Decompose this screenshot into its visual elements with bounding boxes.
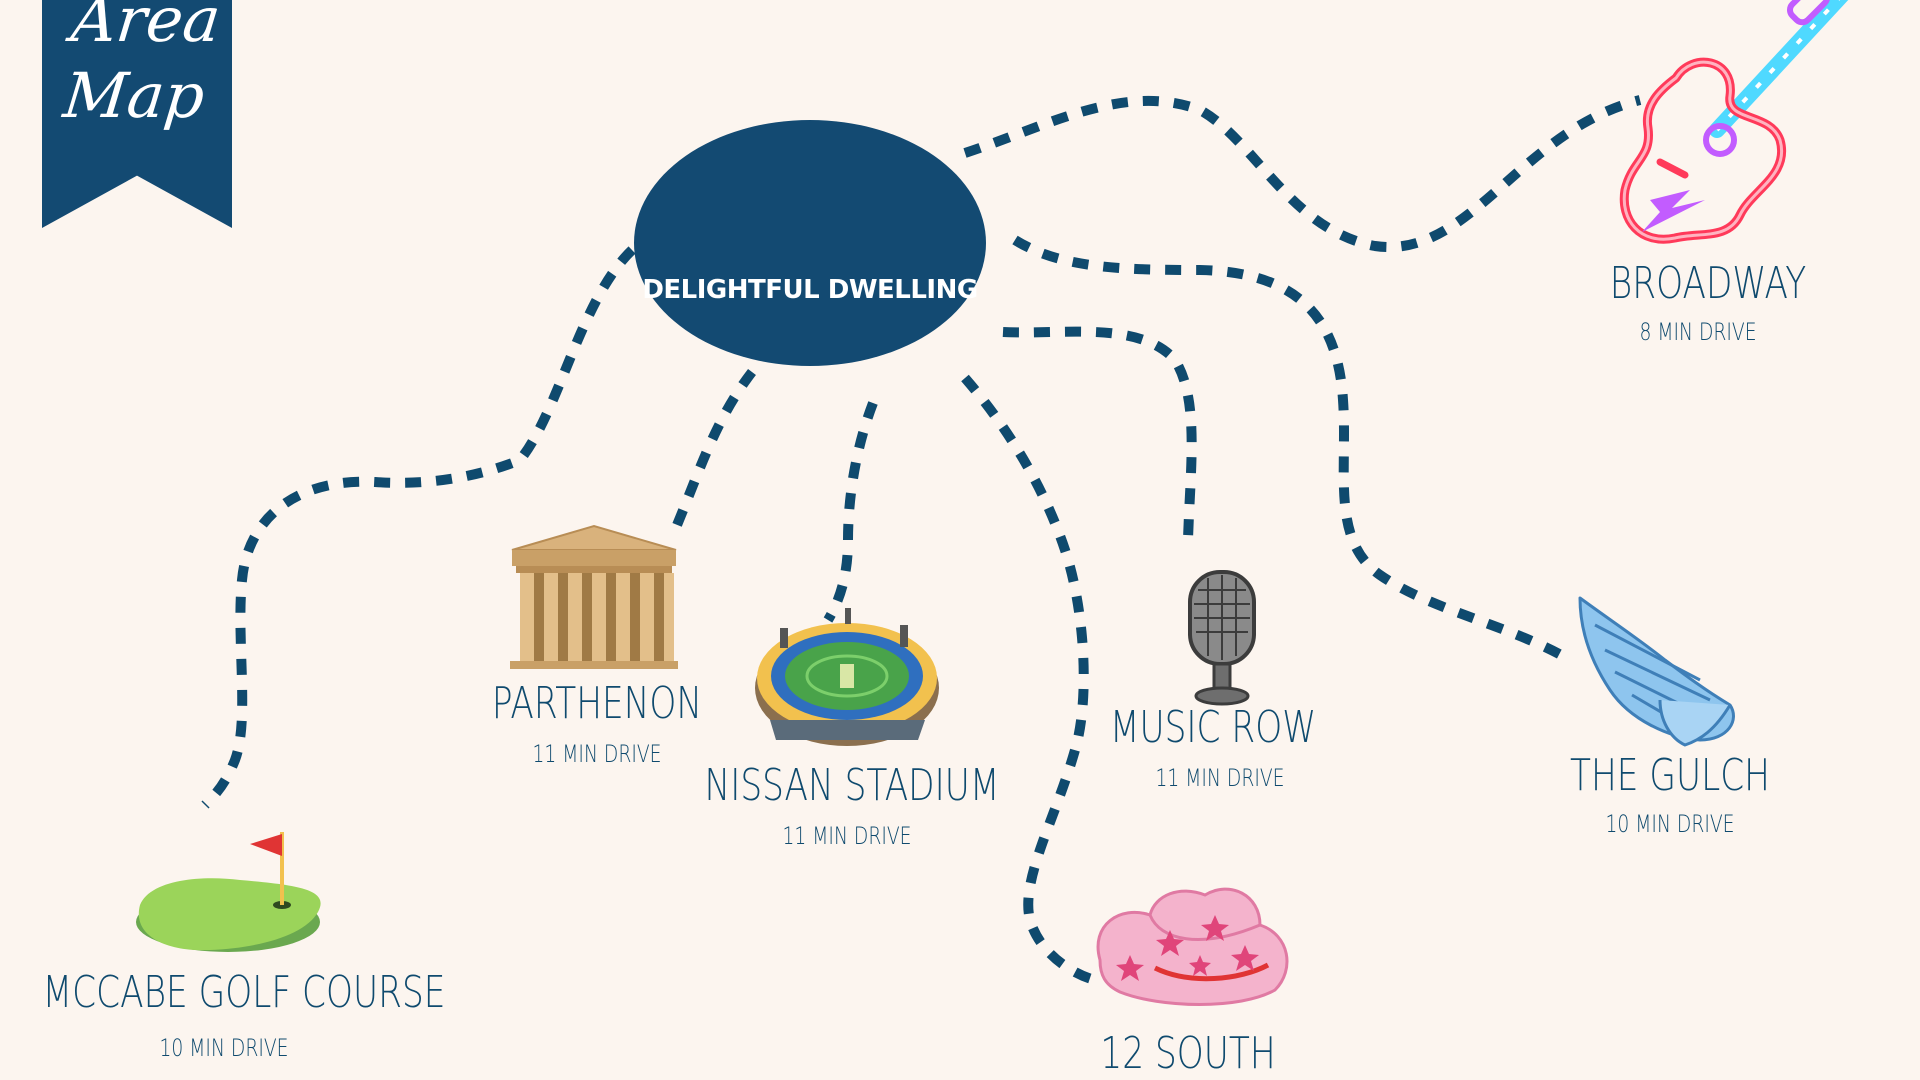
location-name-broadway: BROADWAY — [1609, 258, 1807, 309]
location-drive-the-gulch: 10 MIN DRIVE — [1605, 810, 1735, 838]
page-title: Area Map — [60, 0, 224, 134]
route-the-gulch — [1012, 235, 1573, 665]
angel-wing-icon — [1578, 596, 1735, 747]
location-drive-mccabe-golf-course: 10 MIN DRIVE — [159, 1034, 289, 1062]
route-nissan-stadium — [823, 401, 878, 623]
location-drive-broadway: 8 MIN DRIVE — [1639, 318, 1757, 346]
location-drive-nissan-stadium: 11 MIN DRIVE — [782, 822, 912, 850]
home-marker — [634, 120, 986, 366]
route-broadway — [963, 95, 1642, 253]
location-name-parthenon: PARTHENON — [491, 678, 703, 729]
parthenon-icon — [510, 524, 678, 669]
neon-guitar-icon — [1619, 0, 1849, 244]
cowboy-hat-icon — [1096, 887, 1289, 1006]
home-label: DELIGHTFUL DWELLING — [642, 275, 978, 305]
location-name-mccabe-golf-course: MCCABE GOLF COURSE — [42, 967, 446, 1018]
location-name-nissan-stadium: NISSAN STADIUM — [704, 760, 1000, 811]
title-line-1: Area — [68, 0, 224, 56]
location-name-the-gulch: THE GULCH — [1570, 750, 1770, 801]
location-name-music-row: MUSIC ROW — [1109, 702, 1317, 753]
location-name-12-south: 12 SOUTH — [1100, 1028, 1276, 1079]
stadium-icon — [755, 608, 939, 746]
route-mccabe-golf-course — [201, 246, 636, 809]
location-drive-music-row: 11 MIN DRIVE — [1155, 764, 1285, 792]
location-drive-parthenon: 11 MIN DRIVE — [532, 740, 662, 768]
golf-green-icon — [136, 832, 321, 952]
route-12-south — [961, 374, 1097, 985]
route-parthenon — [670, 368, 756, 532]
route-music-row — [1002, 326, 1197, 541]
microphone-icon — [1188, 570, 1256, 706]
title-line-2: Map — [60, 59, 209, 132]
